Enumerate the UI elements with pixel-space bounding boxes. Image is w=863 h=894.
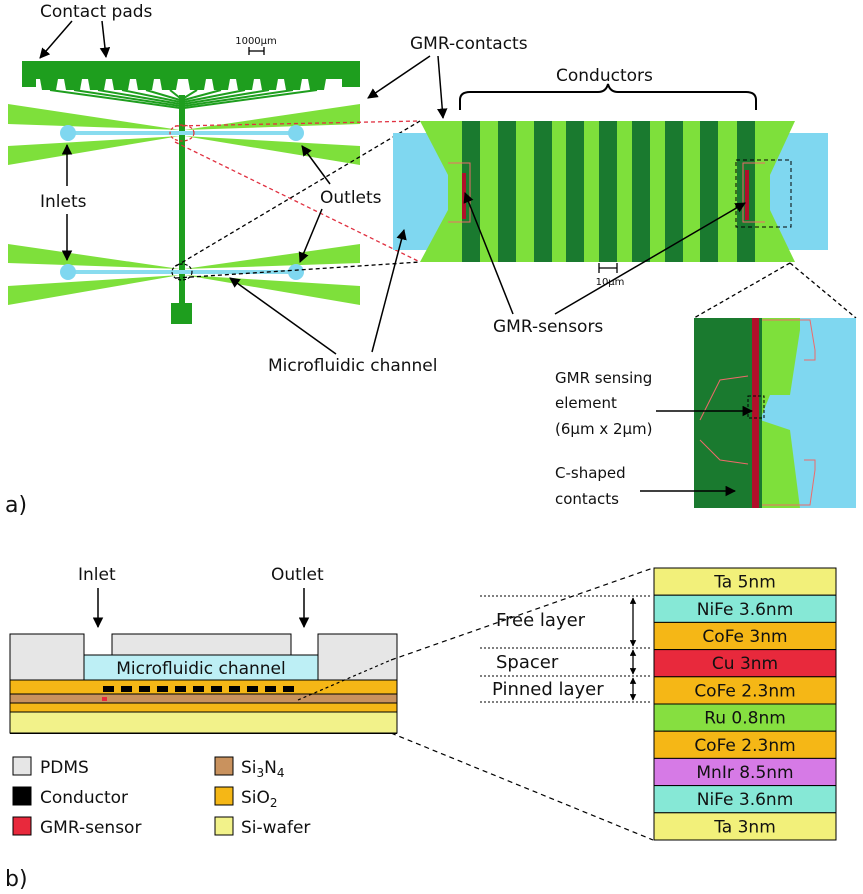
upper-channel-structure [8, 104, 360, 165]
inlet-port-lower [60, 264, 76, 280]
stack-layer-6 [653, 730, 837, 759]
gmr-sensor-section [102, 697, 107, 701]
scale-bar-1000um [248, 47, 265, 55]
conductors-brace [459, 83, 757, 110]
scale-label-1000um: 1000µm [235, 36, 277, 47]
scale-bar-10um [598, 263, 618, 273]
stack-layer-label-8: NiFe 3.6nm [697, 790, 794, 810]
stack-layer-label-5: Ru 0.8nm [704, 709, 786, 729]
cross-section: Microfluidic channel [9, 633, 398, 734]
label-channel-section: Microfluidic channel [116, 659, 286, 679]
label-free-layer: Free layer [496, 610, 586, 631]
panel-label-b: b) [5, 867, 28, 892]
legend-item-gmr-sensor: GMR-sensor [12, 816, 141, 838]
zoom-lines [174, 120, 857, 319]
svg-text:Si3N4: Si3N4 [241, 758, 285, 780]
label-inlet: Inlet [78, 565, 116, 585]
legend-item-pdms: PDMS [12, 756, 89, 778]
stack-layer-9 [653, 812, 837, 841]
label-sensing-element-2: element [555, 394, 617, 412]
panel-label-a: a) [5, 493, 27, 518]
svg-text:Conductor: Conductor [40, 788, 128, 808]
stack-layer-label-6: CoFe 2.3nm [694, 736, 795, 756]
label-microfluidic-channel: Microfluidic channel [268, 356, 438, 376]
stack-layer-label-3: Cu 3nm [712, 654, 778, 674]
label-outlets: Outlets [320, 188, 382, 208]
legend-item-conductor: Conductor [12, 786, 128, 808]
sensor-detail-inset [694, 318, 856, 508]
chip-overview: 1000µm [8, 36, 360, 324]
label-conductors: Conductors [556, 66, 653, 86]
svg-text:GMR-sensor: GMR-sensor [40, 818, 141, 838]
legend: PDMS Conductor GMR-sensor Si3N4 SiO2 Si-… [12, 756, 310, 838]
layer-group-brackets: Free layer Spacer Pinned layer [480, 595, 650, 703]
conductor-stripes [462, 121, 755, 262]
microfluidic-channel-section [83, 654, 319, 681]
lower-channel-structure [8, 244, 360, 305]
label-inlets: Inlets [40, 192, 87, 212]
label-c-shaped-1: C-shaped [555, 464, 626, 482]
annotation-arrows-b [92, 588, 310, 629]
svg-text:PDMS: PDMS [40, 758, 89, 778]
annotation-arrows-a [39, 20, 754, 497]
fanout-traces [49, 89, 318, 109]
outlet-port-upper [288, 125, 304, 141]
stack-zoom-lines [297, 567, 654, 841]
legend-item-si3n4: Si3N4 [214, 756, 285, 780]
legend-item-si-wafer: Si-wafer [214, 816, 310, 838]
label-gmr-sensors: GMR-sensors [493, 317, 603, 337]
stack-layer-label-2: CoFe 3nm [702, 627, 787, 647]
stack-layer-3 [653, 649, 837, 678]
label-outlet: Outlet [271, 565, 324, 585]
outlet-port-lower [288, 264, 304, 280]
stack-layer-0 [653, 567, 837, 596]
stack-layer-label-7: MnIr 8.5nm [696, 763, 793, 783]
contact-pad-bar [22, 61, 360, 79]
stack-layer-label-1: NiFe 3.6nm [697, 600, 794, 620]
zoom-box [735, 159, 792, 228]
zoomed-conductor-view: 10µm [393, 121, 828, 288]
legend-item-sio2: SiO2 [214, 786, 278, 810]
label-pinned-layer: Pinned layer [492, 679, 604, 700]
svg-text:SiO2: SiO2 [241, 788, 278, 810]
svg-text:Si-wafer: Si-wafer [241, 818, 310, 838]
inlet-port-upper [60, 125, 76, 141]
label-spacer: Spacer [496, 652, 559, 673]
label-gmr-contacts: GMR-contacts [410, 34, 528, 54]
stack-layer-8 [653, 785, 837, 814]
stack-layer-label-4: CoFe 2.3nm [694, 681, 795, 701]
stack-layer-4 [653, 676, 837, 705]
label-c-shaped-2: contacts [555, 490, 619, 508]
label-sensing-element-1: GMR sensing [555, 369, 652, 387]
label-contact-pads: Contact pads [40, 2, 153, 22]
central-trace [179, 95, 185, 310]
contact-pads [22, 79, 360, 90]
stack-layer-5 [653, 703, 837, 732]
stack-layer-1 [653, 594, 837, 623]
stack-layer-label-9: Ta 3nm [713, 817, 776, 837]
gmr-sensor-right [745, 170, 749, 220]
bottom-pad [171, 303, 192, 324]
conductor-blocks [103, 686, 294, 692]
stack-layer-7 [653, 757, 837, 787]
stack-layer-label-0: Ta 5nm [713, 573, 776, 593]
label-sensing-element-3: (6µm x 2µm) [555, 420, 653, 438]
